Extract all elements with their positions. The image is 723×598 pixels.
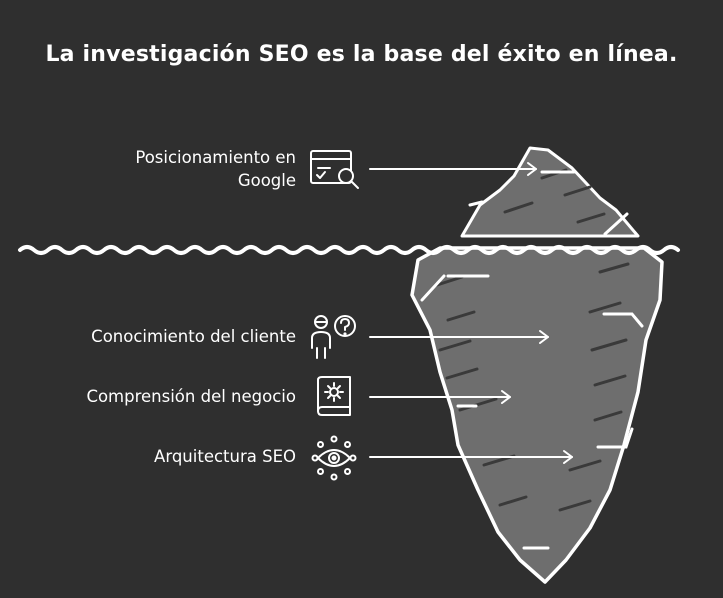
label-conocimiento: Conocimiento del cliente [91, 325, 296, 348]
person-question-icon [311, 315, 356, 359]
iceberg-tip [460, 146, 640, 238]
iceberg-hatching [435, 168, 630, 512]
iceberg-highlights [420, 170, 644, 550]
arrow-conocimiento [369, 330, 549, 344]
label-arquitectura: Arquitectura SEO [154, 445, 296, 468]
label-posicionamiento-line2: Google [237, 171, 296, 190]
gear-book-icon [317, 376, 351, 416]
water-line [18, 245, 680, 255]
label-posicionamiento: Posicionamiento en Google [135, 146, 296, 192]
label-conocimiento-line1: Conocimiento del cliente [91, 327, 296, 346]
label-comprension: Comprensión del negocio [86, 385, 296, 408]
arrow-arquitectura [369, 450, 573, 464]
diagram-title: La investigación SEO es la base del éxit… [45, 42, 678, 67]
eye-gear-icon [311, 435, 357, 481]
arrow-comprension [369, 390, 511, 404]
browser-search-icon [310, 150, 359, 189]
label-comprension-line1: Comprensión del negocio [86, 387, 296, 406]
iceberg-body [410, 246, 664, 584]
arrow-posicionamiento [369, 162, 537, 176]
label-posicionamiento-line1: Posicionamiento en [135, 148, 296, 167]
label-arquitectura-line1: Arquitectura SEO [154, 447, 296, 466]
